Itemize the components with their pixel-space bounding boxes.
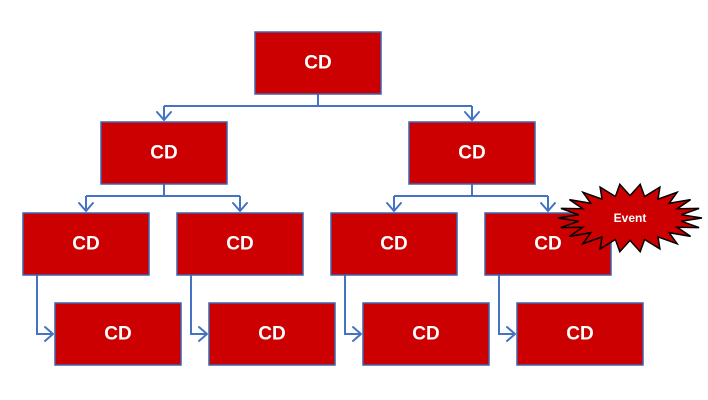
arrowhead-l1-left (156, 111, 172, 121)
arrowhead-l1-right (464, 111, 480, 121)
cd-box-l3-a: CD (54, 302, 182, 366)
cd-box-shape (516, 302, 644, 366)
cd-box-shape (100, 121, 228, 185)
arrowhead-l2-a (78, 202, 94, 212)
event-burst-label: Event (614, 211, 647, 225)
cd-box-shape (254, 31, 382, 95)
event-burst-shape (557, 182, 703, 254)
cd-box-shape (54, 302, 182, 366)
cd-box-l2-a: CD (22, 212, 150, 276)
cd-box-l3-d: CD (516, 302, 644, 366)
cd-box-label: CD (150, 143, 177, 164)
arrowhead-l3-b (198, 326, 208, 342)
cd-box-label: CD (258, 324, 285, 345)
arrowhead-l3-a (44, 326, 54, 342)
arrowhead-l2-b (232, 202, 248, 212)
cd-box-l2-b: CD (176, 212, 304, 276)
elbow-l3-a (36, 275, 53, 335)
cd-box-label: CD (226, 234, 253, 255)
arrowhead-l2-c (386, 202, 402, 212)
cd-box-label: CD (104, 324, 131, 345)
cd-box-shape (330, 212, 458, 276)
cd-box-label: CD (304, 53, 331, 74)
cd-box-shape (408, 121, 536, 185)
elbow-l3-d (498, 275, 515, 335)
cd-box-l1-right: CD (408, 121, 536, 185)
cd-box-root: CD (254, 31, 382, 95)
connector-lines (36, 94, 556, 342)
arrowhead-l3-d (506, 326, 516, 342)
cd-box-shape (362, 302, 490, 366)
cd-box-label: CD (458, 143, 485, 164)
cd-box-l3-b: CD (208, 302, 336, 366)
cd-box-shape (22, 212, 150, 276)
arrowhead-l3-c (352, 326, 362, 342)
cd-box-l1-left: CD (100, 121, 228, 185)
cd-box-label: CD (566, 324, 593, 345)
cd-box-l2-c: CD (330, 212, 458, 276)
cd-box-shape (208, 302, 336, 366)
event-burst: Event (557, 182, 703, 254)
cd-box-label: CD (412, 324, 439, 345)
cd-box-label: CD (380, 234, 407, 255)
cd-box-label: CD (72, 234, 99, 255)
arrowhead-l2-d (540, 202, 556, 212)
elbow-l3-b (190, 275, 207, 335)
cd-box-l3-c: CD (362, 302, 490, 366)
node-boxes: CD CD CD CD CD CD CD CD CD CD CD (22, 31, 644, 366)
elbow-l3-c (344, 275, 361, 335)
cd-box-label: CD (534, 234, 561, 255)
cd-box-shape (176, 212, 304, 276)
